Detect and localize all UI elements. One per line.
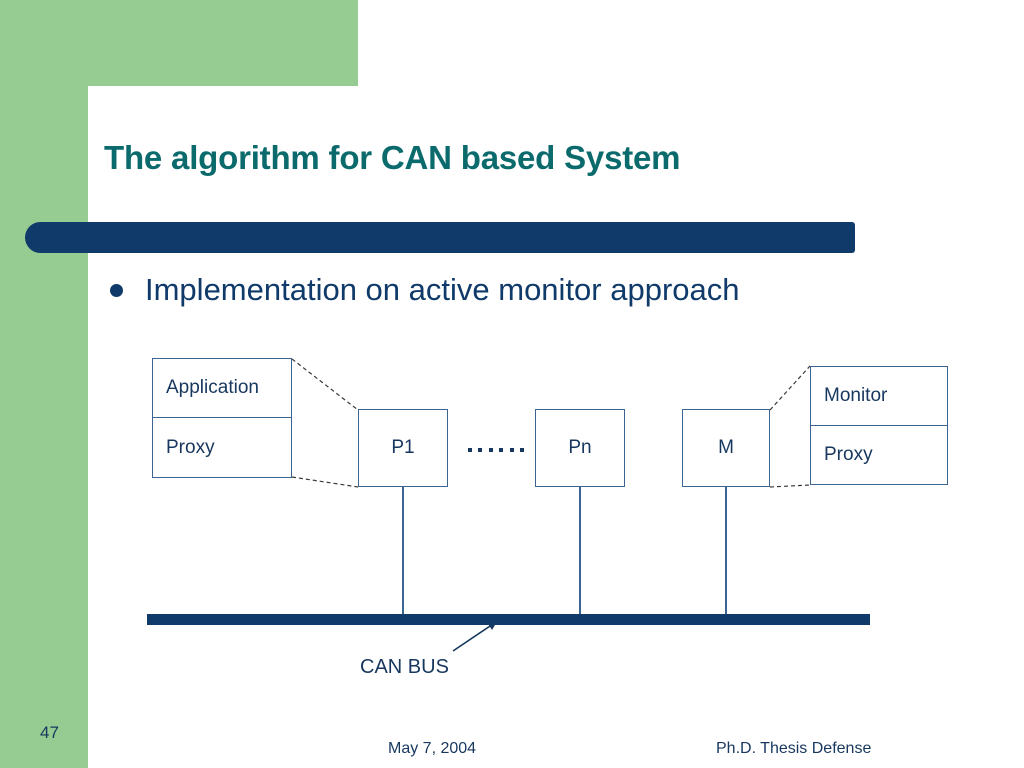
node-monitor-proxy-stack: Monitor Proxy: [810, 366, 948, 485]
node-monitor-label: Monitor: [811, 367, 947, 426]
ellipsis-dots-icon: [468, 444, 524, 456]
footer-date: May 7, 2004: [388, 740, 477, 757]
footer-event: Ph.D. Thesis Defense: [716, 740, 872, 757]
green-top-block-decoration: [88, 0, 358, 86]
node-p1-label: P1: [391, 437, 415, 458]
drop-line-p1: [402, 487, 404, 615]
node-pn-label: Pn: [568, 437, 592, 458]
node-proxy-right-label: Proxy: [824, 443, 873, 465]
page-title: The algorithm for CAN based System: [104, 139, 681, 176]
page-number: 47: [40, 723, 59, 742]
can-bus-label: CAN BUS: [360, 656, 449, 678]
green-left-strip-decoration: [0, 0, 88, 768]
node-p1: P1: [358, 409, 448, 487]
bullet-item-label: Implementation on active monitor approac…: [145, 272, 740, 307]
node-application-label: Application: [153, 359, 291, 418]
node-proxy-left-label: Proxy: [166, 436, 215, 458]
title-underline-bar: [25, 222, 855, 253]
can-bus-bar: [147, 614, 870, 625]
drop-line-m: [725, 487, 727, 615]
node-m-label: M: [718, 437, 734, 458]
node-application-proxy-stack: Application Proxy: [152, 358, 292, 478]
bullet-dot-icon: [110, 283, 123, 297]
node-m: M: [682, 409, 770, 487]
node-pn: Pn: [535, 409, 625, 487]
bullet-item-0: Implementation on active monitor approac…: [110, 272, 740, 308]
drop-line-pn: [579, 487, 581, 615]
